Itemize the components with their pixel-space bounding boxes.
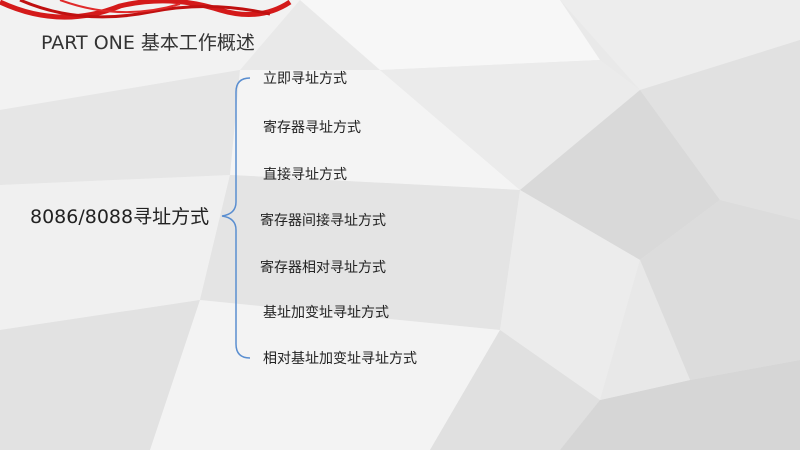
- item-based-indexed-addressing: 基址加变址寻址方式: [263, 305, 389, 321]
- root-label: 8086/8088寻址方式: [30, 206, 210, 228]
- item-register-indirect-addressing: 寄存器间接寻址方式: [260, 213, 386, 229]
- item-register-relative-addressing: 寄存器相对寻址方式: [260, 260, 386, 276]
- item-relative-based-indexed-addressing: 相对基址加变址寻址方式: [263, 351, 417, 367]
- item-register-addressing: 寄存器寻址方式: [263, 120, 361, 136]
- item-direct-addressing: 直接寻址方式: [263, 167, 347, 183]
- red-ribbon-decoration: [0, 0, 292, 20]
- slide-title: PART ONE 基本工作概述: [41, 32, 255, 54]
- item-immediate-addressing: 立即寻址方式: [263, 71, 347, 87]
